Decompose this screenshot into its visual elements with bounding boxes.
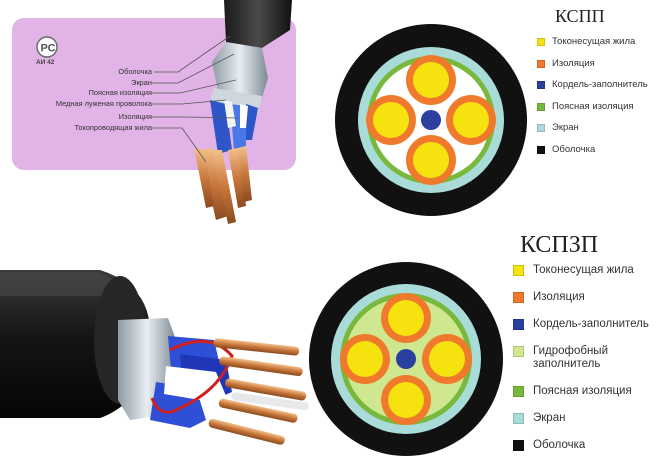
legend-item: Поясная изоляция (513, 385, 649, 398)
legend-item: Изоляция (513, 291, 649, 304)
callout-label: Изоляция (118, 112, 152, 121)
legend-item: Гидрофобный заполнитель (513, 345, 649, 371)
legend-swatch (537, 124, 545, 133)
legend-swatch (537, 102, 545, 111)
legend-item: Изоляция (537, 57, 648, 81)
legend-swatch (537, 38, 545, 46)
legend-label: Оболочка (552, 143, 596, 155)
svg-text:РС: РС (41, 43, 56, 55)
legend-item: Токонесущая жила (537, 37, 648, 59)
legend-label: Гидрофобный заполнитель (533, 345, 608, 370)
legend-item: Оболочка (537, 145, 648, 167)
legend-label: Экран (552, 122, 579, 134)
legend-item: Кордель-заполнитель (537, 80, 648, 102)
legend-swatch (513, 292, 524, 303)
legend-label: Поясная изоляция (552, 100, 634, 112)
callout-label: Экран (131, 78, 152, 87)
legend-label: Поясная изоляция (533, 385, 632, 397)
legend-swatch (513, 440, 524, 451)
legend-item: Экран (537, 123, 648, 145)
legend-label: Изоляция (552, 57, 595, 69)
legend-item: Токонесущая жила (513, 264, 649, 277)
legend-item: Поясная изоляция (537, 102, 648, 124)
bottom-cross-section (309, 262, 503, 456)
legend-label: Кордель-заполнитель (552, 79, 648, 91)
legend-item: Кордель-заполнитель (513, 318, 649, 331)
legend-swatch (513, 346, 524, 357)
legend-swatch (513, 413, 524, 424)
callout-label: Поясная изоляция (88, 88, 152, 97)
top-cross-section (335, 24, 527, 216)
top-title: КСПП (555, 6, 605, 26)
callout-leaders (152, 35, 239, 163)
legend-label: Кордель-заполнитель (533, 318, 649, 330)
legend-swatch (513, 386, 524, 397)
legend-item: Оболочка (513, 439, 649, 452)
legend-label: Изоляция (533, 291, 585, 303)
legend-label: Токонесущая жила (533, 264, 634, 276)
callout-label: Медная луженая проволока (55, 99, 152, 108)
top-cable-illustration (194, 0, 292, 224)
legend-label: Экран (533, 412, 566, 424)
legend-swatch (513, 265, 524, 276)
certification-logo: РС (36, 36, 58, 58)
legend-swatch (537, 59, 545, 68)
callout-label: Токопроводящая жила (74, 123, 152, 132)
bottom-title: КСПЗП (520, 232, 599, 258)
legend-label: Оболочка (533, 439, 586, 451)
bottom-cable-illustration (0, 270, 309, 445)
legend-item: Экран (513, 412, 649, 425)
callout-label: Оболочка (118, 67, 152, 76)
legend-label: Токонесущая жила (552, 36, 636, 47)
legend-swatch (537, 81, 545, 90)
legend-swatch (537, 145, 545, 154)
logo-text: АИ 42 (36, 59, 55, 66)
legend-swatch (513, 319, 524, 330)
